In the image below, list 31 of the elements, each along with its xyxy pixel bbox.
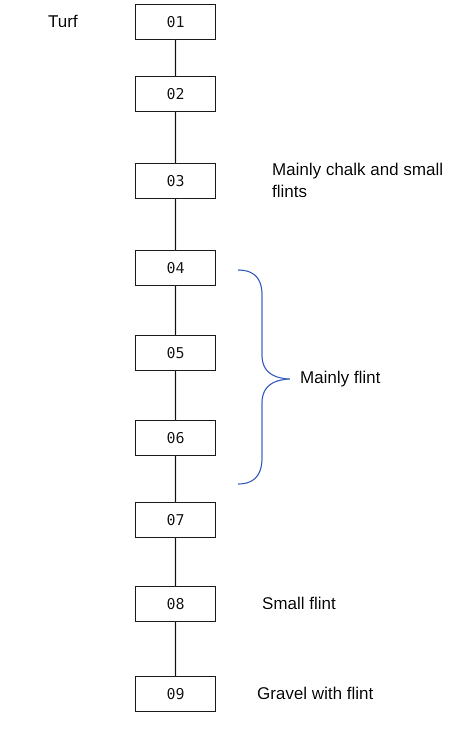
layer-box — [135, 163, 216, 199]
layer-box — [135, 76, 216, 112]
connector-line — [174, 40, 176, 76]
layer-number: 08 — [166, 595, 185, 613]
layer-description: Gravel with flint — [257, 683, 374, 705]
layer-description: Mainly chalk and small flints — [272, 159, 444, 203]
layer-number: 02 — [166, 85, 185, 103]
layer-box — [135, 335, 216, 371]
connector-line — [174, 622, 176, 676]
layer-number: 01 — [166, 13, 185, 31]
layer-description: Turf — [48, 11, 79, 33]
layer-box — [135, 676, 216, 712]
layer-number: 03 — [166, 172, 185, 190]
layer-number: 07 — [166, 511, 185, 529]
connector-line — [174, 538, 176, 586]
layer-box — [135, 4, 216, 40]
connector-line — [174, 199, 176, 250]
layer-description: Small flint — [262, 593, 337, 615]
layer-number: 05 — [166, 344, 185, 362]
layer-number: 04 — [166, 259, 185, 277]
connector-line — [174, 371, 176, 420]
connector-line — [174, 112, 176, 163]
connector-line — [174, 286, 176, 335]
layer-box — [135, 250, 216, 286]
bracket-label: Mainly flint — [300, 368, 380, 388]
layer-number: 06 — [166, 429, 185, 447]
layer-box — [135, 502, 216, 538]
connector-line — [174, 456, 176, 502]
layer-number: 09 — [166, 685, 185, 703]
layer-box — [135, 420, 216, 456]
layer-box — [135, 586, 216, 622]
